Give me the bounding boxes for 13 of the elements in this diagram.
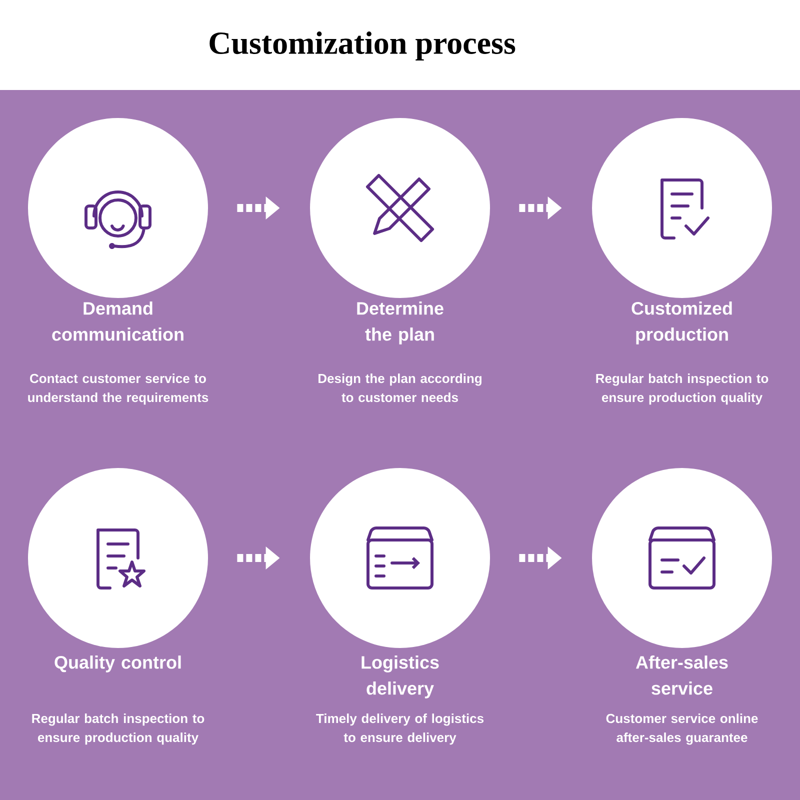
step-title: Logistics delivery [362, 656, 439, 698]
step-description: Timely delivery of logistics to ensure delivery [316, 714, 484, 745]
step-description: Customer service online after-sales guarantee [606, 714, 758, 745]
step-title: Quality control [54, 656, 181, 672]
step-description: Design the plan according to customer needs [318, 374, 482, 402]
step-title: Demand communication [52, 302, 184, 341]
step-description: Regular batch inspection to ensure production quality [32, 714, 204, 745]
step-description: Contact customer service to understand the requirements [28, 374, 208, 405]
step-title: Determine the plan [357, 302, 444, 344]
page-title: Customization process [210, 32, 516, 60]
step-description: Regular batch inspection to ensure production quality [596, 374, 768, 405]
step-title: Customized production [632, 302, 732, 344]
step-title: After-sales service [636, 656, 728, 695]
